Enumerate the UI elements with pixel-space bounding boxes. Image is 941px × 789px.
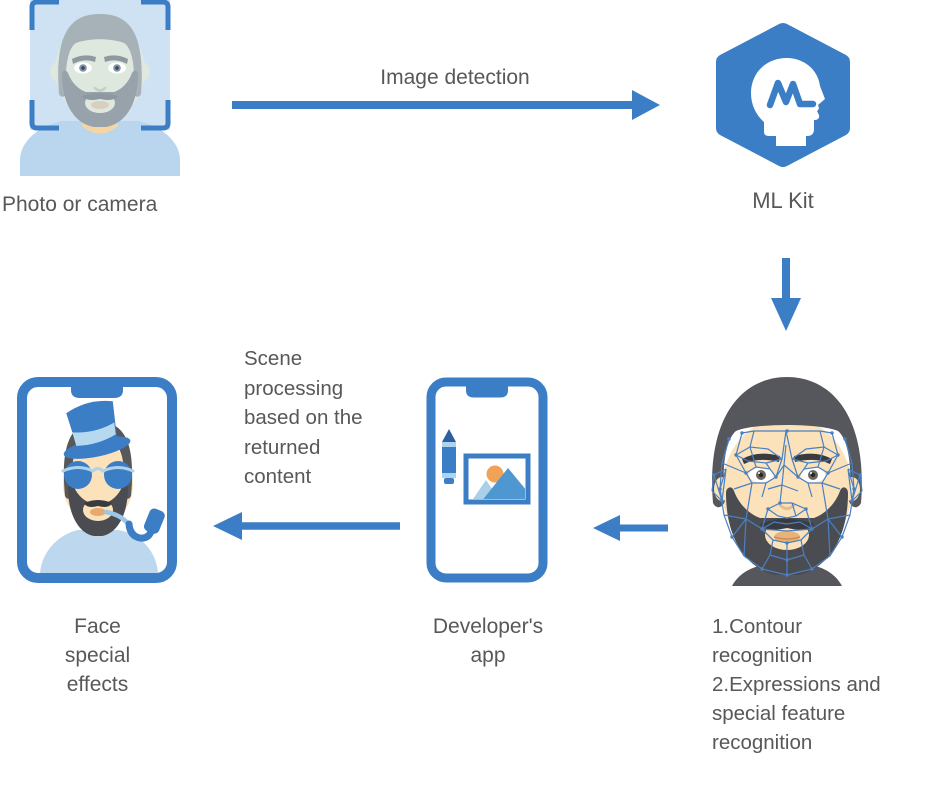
sun-icon — [486, 465, 504, 483]
recognition-label: 1.Contour recognition 2.Expressions and … — [712, 615, 881, 754]
arrow-left-icon — [213, 512, 400, 540]
mountain-large-icon — [483, 468, 525, 499]
camera-viewfinder-icon — [29, 0, 171, 131]
photo-or-camera-label: Photo or camera — [2, 193, 158, 216]
ml-monogram-icon — [766, 79, 817, 109]
sunglasses-icon — [61, 461, 135, 489]
phone-notch — [71, 387, 123, 398]
developer-app-label: Developer's app — [432, 615, 544, 667]
photo-camera-illustration — [20, 0, 180, 176]
arrow-left-short-icon — [593, 515, 668, 541]
photo-editor-icon — [442, 429, 531, 505]
pipe-icon — [103, 508, 165, 542]
image-detection-label: Image detection — [380, 66, 530, 89]
scene-processing-label: Scene processing based on the returned c… — [244, 347, 363, 488]
landmark-mesh-icon — [711, 430, 863, 576]
ml-kit-logo-icon — [716, 23, 850, 167]
arrow-right-icon — [232, 90, 660, 120]
developer-app-phone-icon — [426, 377, 548, 583]
phone-notch — [466, 386, 508, 398]
face-effects-illustration — [40, 400, 165, 573]
arrow-down-icon — [771, 258, 801, 331]
landmark-dots — [712, 429, 862, 577]
face-effects-label: Face special effects — [64, 615, 131, 696]
top-hat-icon — [63, 400, 131, 459]
face-effects-phone-icon — [17, 377, 177, 583]
face-mesh-illustration — [711, 377, 863, 586]
ml-kit-label: ML Kit — [752, 188, 814, 213]
